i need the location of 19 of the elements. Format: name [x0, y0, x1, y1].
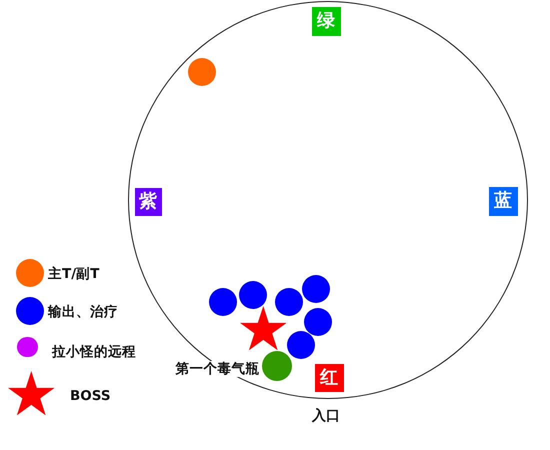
boss-star [240, 306, 286, 350]
player-dot [208, 288, 237, 316]
legend-text: BOSS [70, 388, 111, 404]
player-dot [238, 280, 266, 308]
marker-tile: 绿 [312, 6, 340, 36]
legend-text: 拉小怪的远程 [52, 344, 136, 360]
marker-tile: 紫 [134, 188, 162, 216]
player-dot [302, 275, 330, 304]
player-dot [188, 58, 216, 86]
bottle-label: 第一个毒气瓶 [174, 360, 260, 376]
legend-text: 主T/副T [48, 266, 100, 282]
player-dot [304, 308, 332, 336]
marker-tile: 蓝 [488, 186, 518, 216]
player-dot [274, 288, 302, 316]
legend-text: 输出、治疗 [48, 304, 118, 320]
bottle-dot [262, 350, 292, 380]
marker-tile: 红 [314, 364, 344, 392]
player-dot [287, 331, 316, 360]
entrance-label: 入口 [312, 408, 340, 424]
